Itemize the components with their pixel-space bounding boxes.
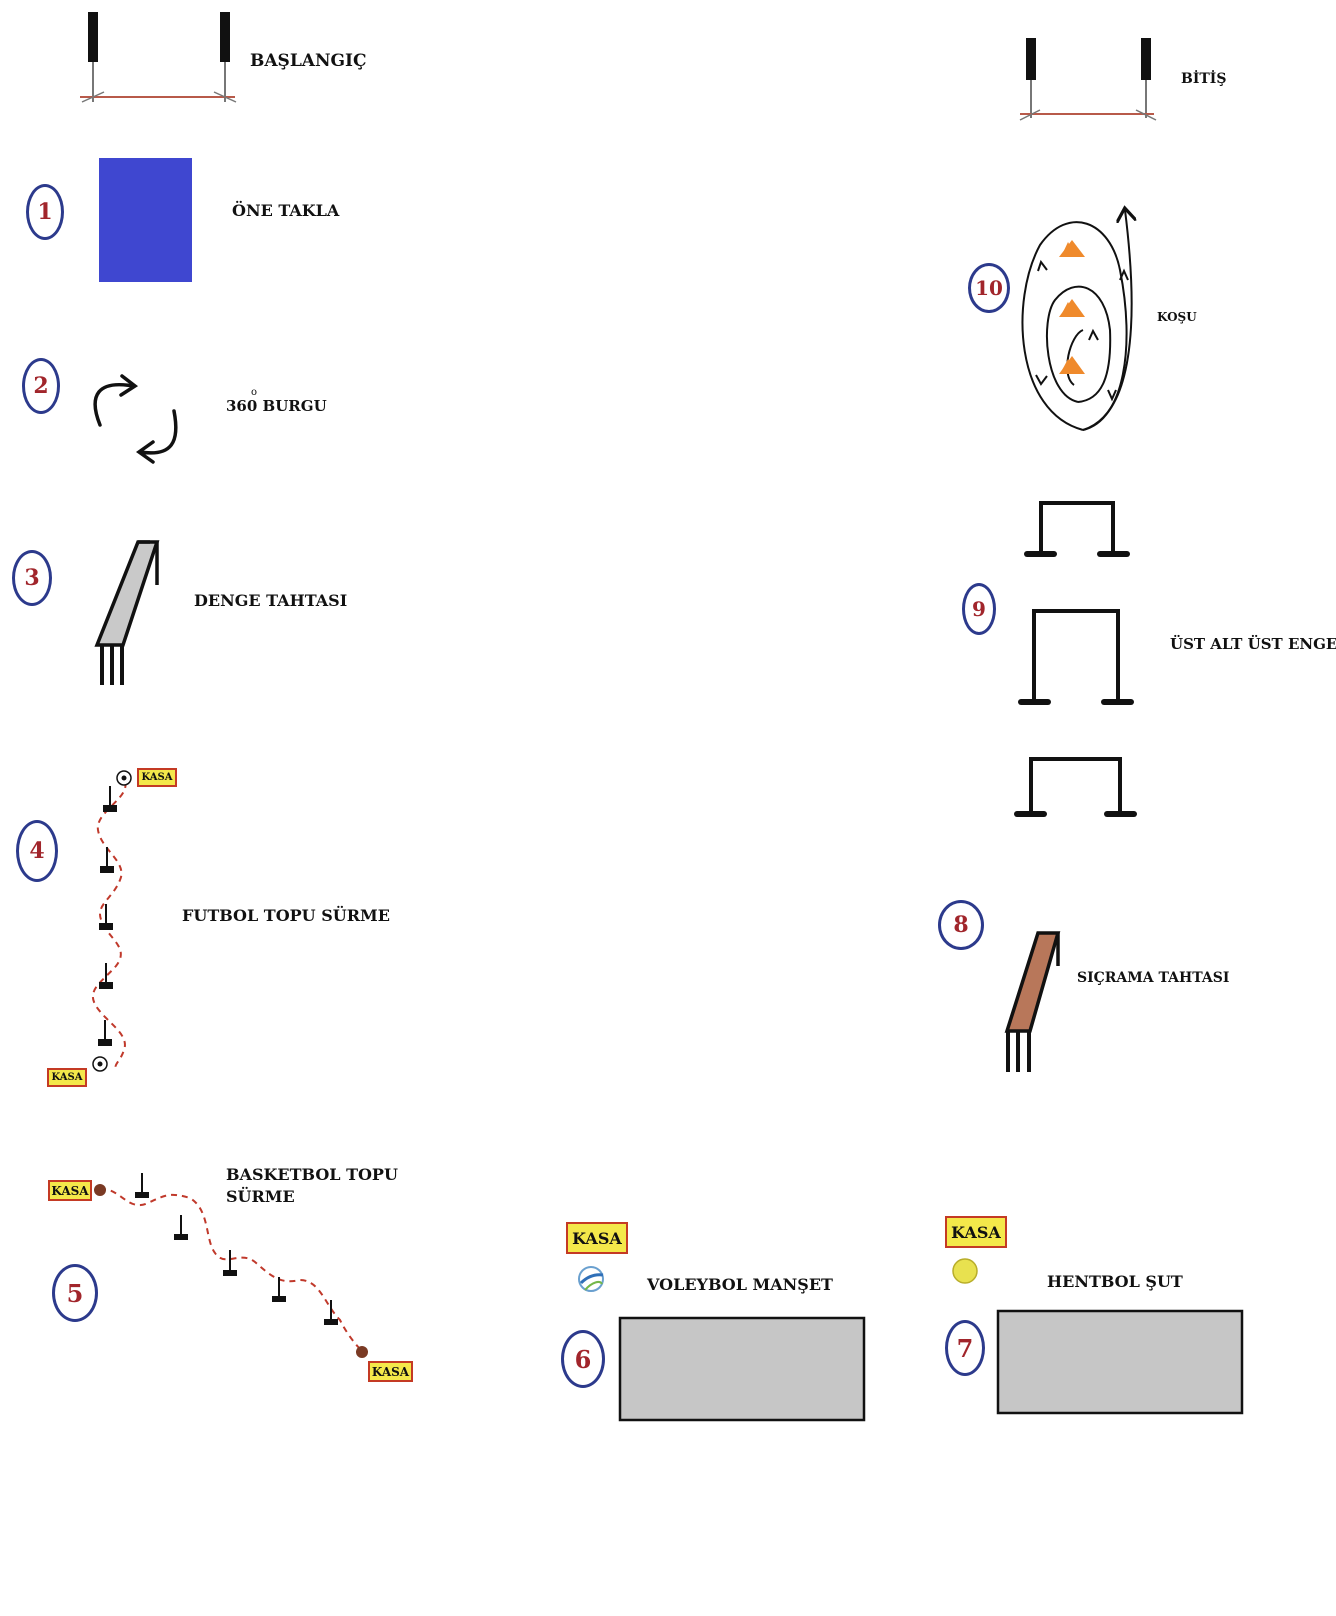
station-badge-4: 4 (16, 820, 58, 882)
station-badge-9: 9 (962, 583, 996, 635)
station-label-9: ÜST ALT ÜST ENGEL (1170, 635, 1336, 653)
station-badge-7: 7 (945, 1320, 985, 1376)
running-loop-icon (1021, 210, 1131, 431)
kasa-box: KASA (566, 1222, 628, 1254)
station-badge-6: 6 (561, 1330, 605, 1388)
station-label-10: KOŞU (1157, 310, 1197, 324)
football-slalom (91, 770, 132, 1072)
tumbling-mat (99, 158, 192, 282)
springboard-icon (1004, 931, 1061, 1072)
station-badge-10: 10 (968, 263, 1010, 313)
kasa-box: KASA (47, 1068, 87, 1087)
volleyball-mat (618, 1316, 866, 1422)
cone-icon (1059, 240, 1085, 374)
station-badge-5: 5 (52, 1264, 98, 1322)
kasa-box: KASA (48, 1180, 92, 1201)
station-label-8: SIÇRAMA TAHTASI (1077, 970, 1230, 986)
finish-label: BİTİŞ (1181, 71, 1227, 87)
handball-icon (952, 1258, 978, 1284)
degree-mark: o (251, 387, 258, 398)
station-label-5-line1: BASKETBOL TOPU (226, 1165, 398, 1184)
kasa-box: KASA (368, 1361, 413, 1382)
station-badge-1: 1 (26, 184, 64, 240)
basketball-icon (94, 1184, 106, 1196)
station-label-5-line2: SÜRME (226, 1187, 295, 1206)
basketball-slalom (94, 1173, 368, 1358)
station-label-3: DENGE TAHTASI (194, 591, 348, 610)
station-badge-3: 3 (12, 550, 52, 606)
station-label-4: FUTBOL TOPU SÜRME (182, 906, 390, 925)
start-label: BAŞLANGIÇ (250, 51, 367, 71)
station-label-7: HENTBOL ŞUT (1047, 1272, 1183, 1291)
balance-beam-icon (94, 540, 160, 685)
handball-mat (996, 1309, 1244, 1415)
football-icon (92, 770, 132, 1072)
finish-gate-icon (1019, 38, 1157, 121)
station-label-6: VOLEYBOL MANŞET (647, 1275, 833, 1294)
volleyball-icon (578, 1266, 604, 1292)
station-label-2: 360 BURGU (226, 397, 327, 415)
station-badge-8: 8 (938, 900, 984, 950)
station-label-1: ÖNE TAKLA (232, 201, 340, 220)
basketball-icon (356, 1346, 368, 1358)
start-gate-icon (80, 12, 237, 103)
spin-arrows-icon (93, 374, 178, 464)
hurdles-icon (1014, 501, 1137, 817)
kasa-box: KASA (137, 768, 177, 787)
kasa-box: KASA (945, 1216, 1007, 1248)
station-badge-2: 2 (22, 358, 60, 414)
